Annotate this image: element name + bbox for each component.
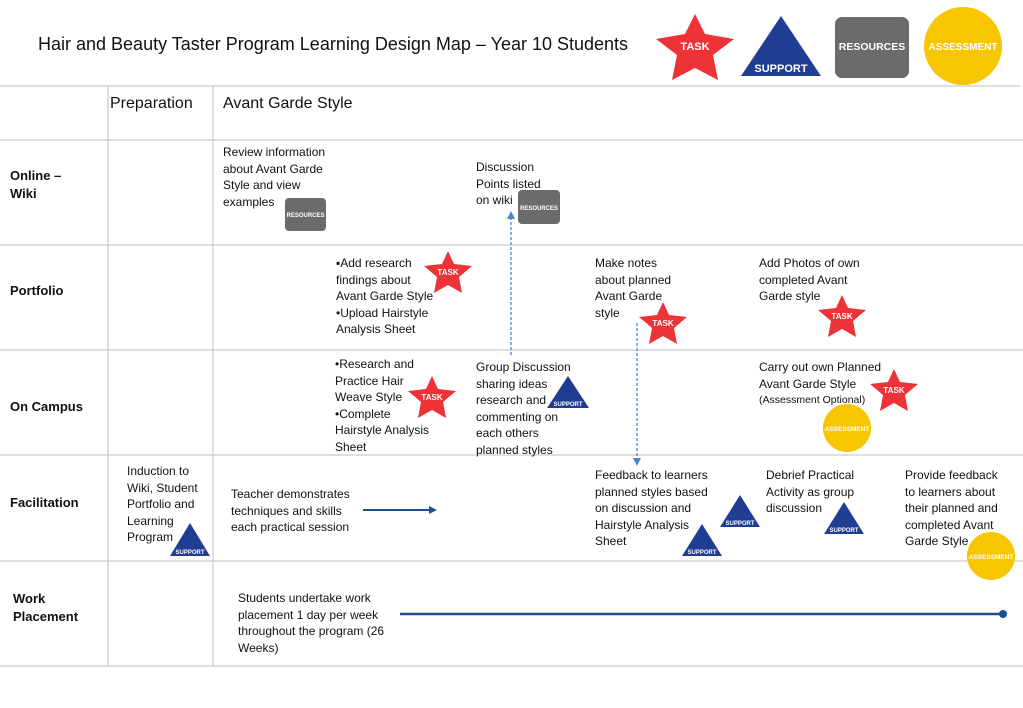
dashed-arrow-down — [633, 323, 641, 466]
task-star-icon: TASK — [639, 302, 687, 344]
work-placement-timeline — [400, 610, 1007, 618]
campus-carry-out-note: (Assessment Optional) — [759, 394, 866, 406]
svg-text:SUPPORT: SUPPORT — [725, 521, 754, 527]
portfolio-research-text: ▪Add research findings about Avant Garde… — [336, 255, 440, 338]
row-header-online-wiki: Online – Wiki — [10, 168, 62, 201]
fac-induction-text: Induction to Wiki, Student Portfolio and… — [127, 464, 198, 544]
svg-text:TASK: TASK — [652, 319, 673, 328]
legend-resources-label: RESOURCES — [839, 41, 906, 53]
svg-text:SUPPORT: SUPPORT — [829, 528, 858, 534]
legend-task-label: TASK — [680, 41, 709, 53]
row-header-portfolio: Portfolio — [10, 283, 64, 298]
support-triangle-icon: SUPPORT — [547, 376, 589, 408]
assessment-icon: ASSESSMENT — [823, 404, 871, 452]
portfolio-research-item-1: ▪Add research findings about Avant Garde… — [336, 256, 434, 303]
support-triangle-icon: SUPPORT — [720, 495, 760, 527]
task-star-icon: TASK — [870, 369, 918, 411]
fac-teacher-text: Teacher demonstrates techniques and skil… — [231, 487, 350, 534]
wp-students-text: Students undertake work placement 1 day … — [238, 591, 385, 655]
legend-resources-icon: RESOURCES — [835, 17, 909, 78]
campus-research-text: •Research and Practice Hair Weave Style … — [335, 356, 437, 455]
legend-support-label: SUPPORT — [754, 63, 807, 75]
fac-provide-text: Provide feedback to learners about their… — [905, 468, 998, 548]
svg-text:ASSESSMENT: ASSESSMENT — [969, 554, 1014, 561]
legend-task-star-icon: TASK — [656, 14, 734, 80]
fac-debrief-text: Debrief Practical Activity as group disc… — [766, 468, 855, 515]
portfolio-photos-text: Add Photos of own completed Avant Garde … — [759, 256, 860, 303]
legend-assessment-icon: ASSESSMENT — [924, 7, 1002, 85]
resources-icon: RESOURCES — [285, 198, 326, 231]
row-header-facilitation: Facilitation — [10, 495, 79, 510]
wiki-review-text: Review information about Avant Garde Sty… — [223, 145, 326, 209]
campus-carry-out-text: Carry out own Planned Avant Garde Style … — [759, 359, 887, 409]
legend-support-triangle-icon: SUPPORT — [741, 16, 821, 76]
svg-text:SUPPORT: SUPPORT — [687, 550, 716, 556]
wiki-discussion-text: Discussion Points listed on wiki — [476, 160, 541, 207]
row-header-work-placement: Work Placement — [13, 591, 79, 624]
campus-group-text: Group Discussion sharing ideas research … — [476, 360, 571, 457]
campus-research-item-2: •Complete Hairstyle Analysis Sheet — [335, 406, 430, 454]
dashed-arrow-up — [507, 211, 515, 355]
svg-text:RESOURCES: RESOURCES — [286, 213, 324, 219]
svg-text:TASK: TASK — [883, 386, 904, 395]
campus-carry-out-main: Carry out own Planned Avant Garde Style — [759, 360, 882, 391]
svg-text:TASK: TASK — [831, 312, 852, 321]
svg-text:RESOURCES: RESOURCES — [520, 206, 558, 212]
row-header-on-campus: On Campus — [10, 399, 83, 414]
portfolio-research-item-2: •Upload Hairstyle Analysis Sheet — [336, 305, 429, 337]
column-header-preparation: Preparation — [110, 95, 193, 112]
legend-assessment-label: ASSESSMENT — [929, 42, 998, 53]
task-star-icon: TASK — [818, 295, 866, 337]
svg-text:SUPPORT: SUPPORT — [553, 402, 582, 408]
support-triangle-icon: SUPPORT — [682, 524, 722, 556]
column-header-avant-garde: Avant Garde Style — [223, 95, 353, 112]
assessment-icon: ASSESSMENT — [967, 532, 1015, 580]
portfolio-notes-text: Make notes about planned Avant Garde sty… — [595, 256, 672, 320]
page-title: Hair and Beauty Taster Program Learning … — [38, 34, 629, 54]
campus-research-item-1: •Research and Practice Hair Weave Style — [335, 357, 414, 404]
task-star-icon: TASK — [424, 251, 472, 293]
svg-text:SUPPORT: SUPPORT — [175, 550, 204, 556]
task-star-icon: TASK — [408, 376, 456, 418]
support-triangle-icon: SUPPORT — [824, 502, 864, 534]
svg-text:ASSESSMENT: ASSESSMENT — [825, 426, 870, 433]
svg-text:TASK: TASK — [421, 393, 442, 402]
svg-text:TASK: TASK — [437, 268, 458, 277]
resources-icon: RESOURCES — [518, 190, 560, 224]
fac-feedback-text: Feedback to learners planned styles base… — [595, 468, 708, 548]
support-triangle-icon: SUPPORT — [170, 523, 210, 556]
teacher-arrow — [363, 506, 437, 514]
